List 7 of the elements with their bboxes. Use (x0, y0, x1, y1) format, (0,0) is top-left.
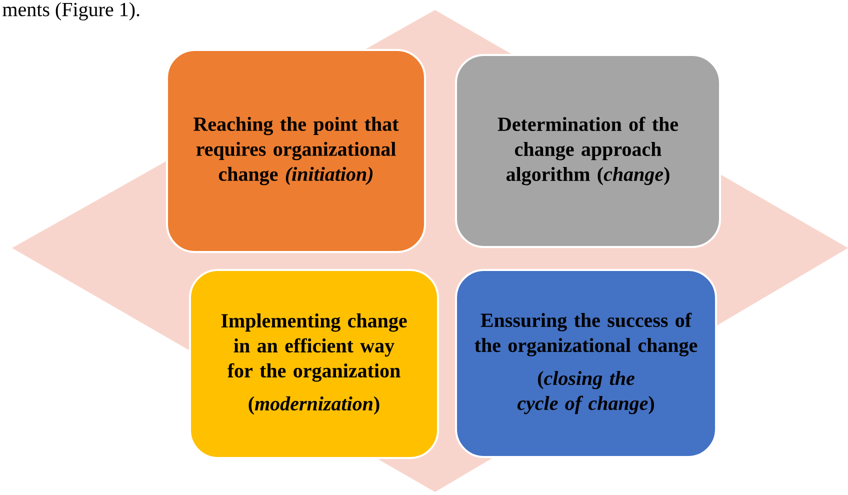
box-text: Determination of the change approach algorithm (change) (498, 116, 678, 186)
box-text: (modernization) (248, 396, 380, 415)
page-text: ments (Figure 1). (2, 2, 140, 20)
box-text: Implementing change in an efficient way for the organization (221, 313, 407, 382)
box-text: Reaching the point that requires organizational change (initiation) (194, 116, 399, 186)
box-text: (closing the cycle of change) (517, 371, 654, 414)
box-text: Enssuring the success of the organizational change (474, 312, 698, 356)
